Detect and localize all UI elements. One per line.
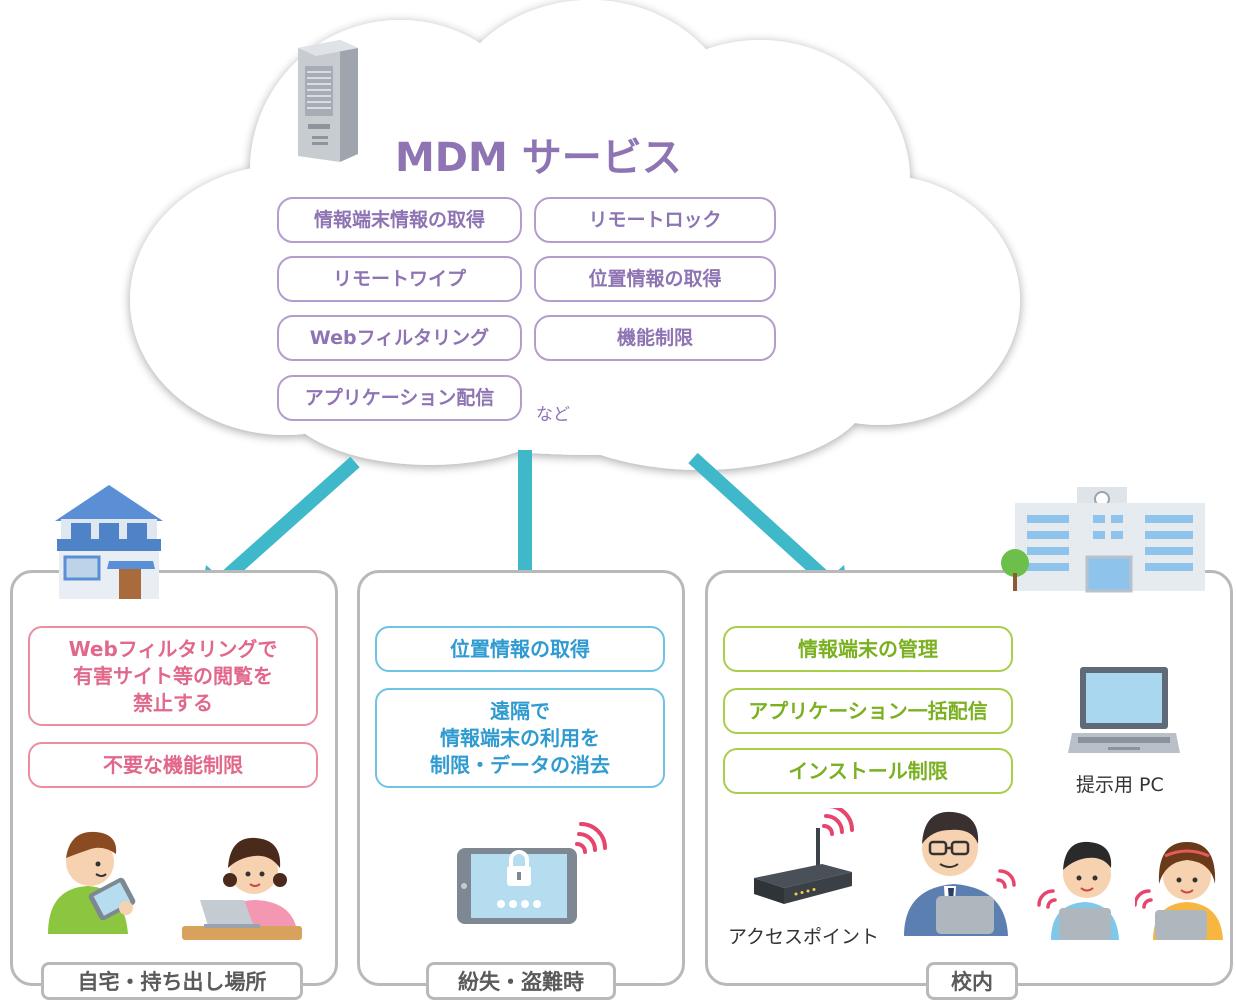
lost-item-remote-restrict: 遠隔で 情報端末の利用を 制限・データの消去 — [375, 688, 665, 788]
server-icon — [298, 40, 358, 162]
girl-with-laptop-illustration — [182, 837, 302, 940]
access-point-caption: アクセスポイント — [728, 926, 880, 948]
lost-item-location: 位置情報の取得 — [375, 626, 665, 672]
service-remote-wipe: リモートワイプ — [277, 256, 522, 302]
house-icon — [55, 485, 163, 599]
service-location: 位置情報の取得 — [534, 256, 776, 302]
etc-label: など — [536, 405, 570, 425]
arrow-to-school — [688, 452, 830, 584]
school-item-device-management: 情報端末の管理 — [723, 626, 1013, 672]
teacher-with-tablet-illustration — [904, 811, 1016, 936]
label-school: 校内 — [926, 962, 1018, 1000]
home-item-web-filter: Webフィルタリングで 有害サイト等の閲覧を 禁止する — [28, 626, 318, 726]
school-building-icon — [1001, 487, 1205, 593]
service-web-filtering: Webフィルタリング — [277, 315, 522, 361]
service-remote-lock: リモートロック — [534, 197, 776, 243]
arrow-to-home — [220, 456, 360, 584]
laptop-icon — [1068, 667, 1180, 753]
locked-tablet-icon — [457, 822, 607, 924]
pc-caption: 提示用 PC — [1076, 774, 1164, 796]
home-item-function-restriction: 不要な機能制限 — [28, 742, 318, 788]
cloud-title: MDM サービス — [395, 135, 682, 181]
label-home: 自宅・持ち出し場所 — [41, 962, 303, 1000]
school-item-install-restriction: インストール制限 — [723, 748, 1013, 794]
service-function-restriction: 機能制限 — [534, 315, 776, 361]
girl-student-illustration — [1135, 842, 1223, 940]
boy-student-illustration — [1037, 841, 1119, 940]
school-item-bulk-app-distribution: アプリケーション一括配信 — [723, 688, 1013, 734]
label-lost: 紛失・盗難時 — [426, 962, 616, 1000]
access-point-icon — [754, 808, 854, 904]
boy-with-tablet-illustration — [48, 831, 136, 934]
service-device-info: 情報端末情報の取得 — [277, 197, 522, 243]
service-app-distribution: アプリケーション配信 — [277, 375, 522, 421]
